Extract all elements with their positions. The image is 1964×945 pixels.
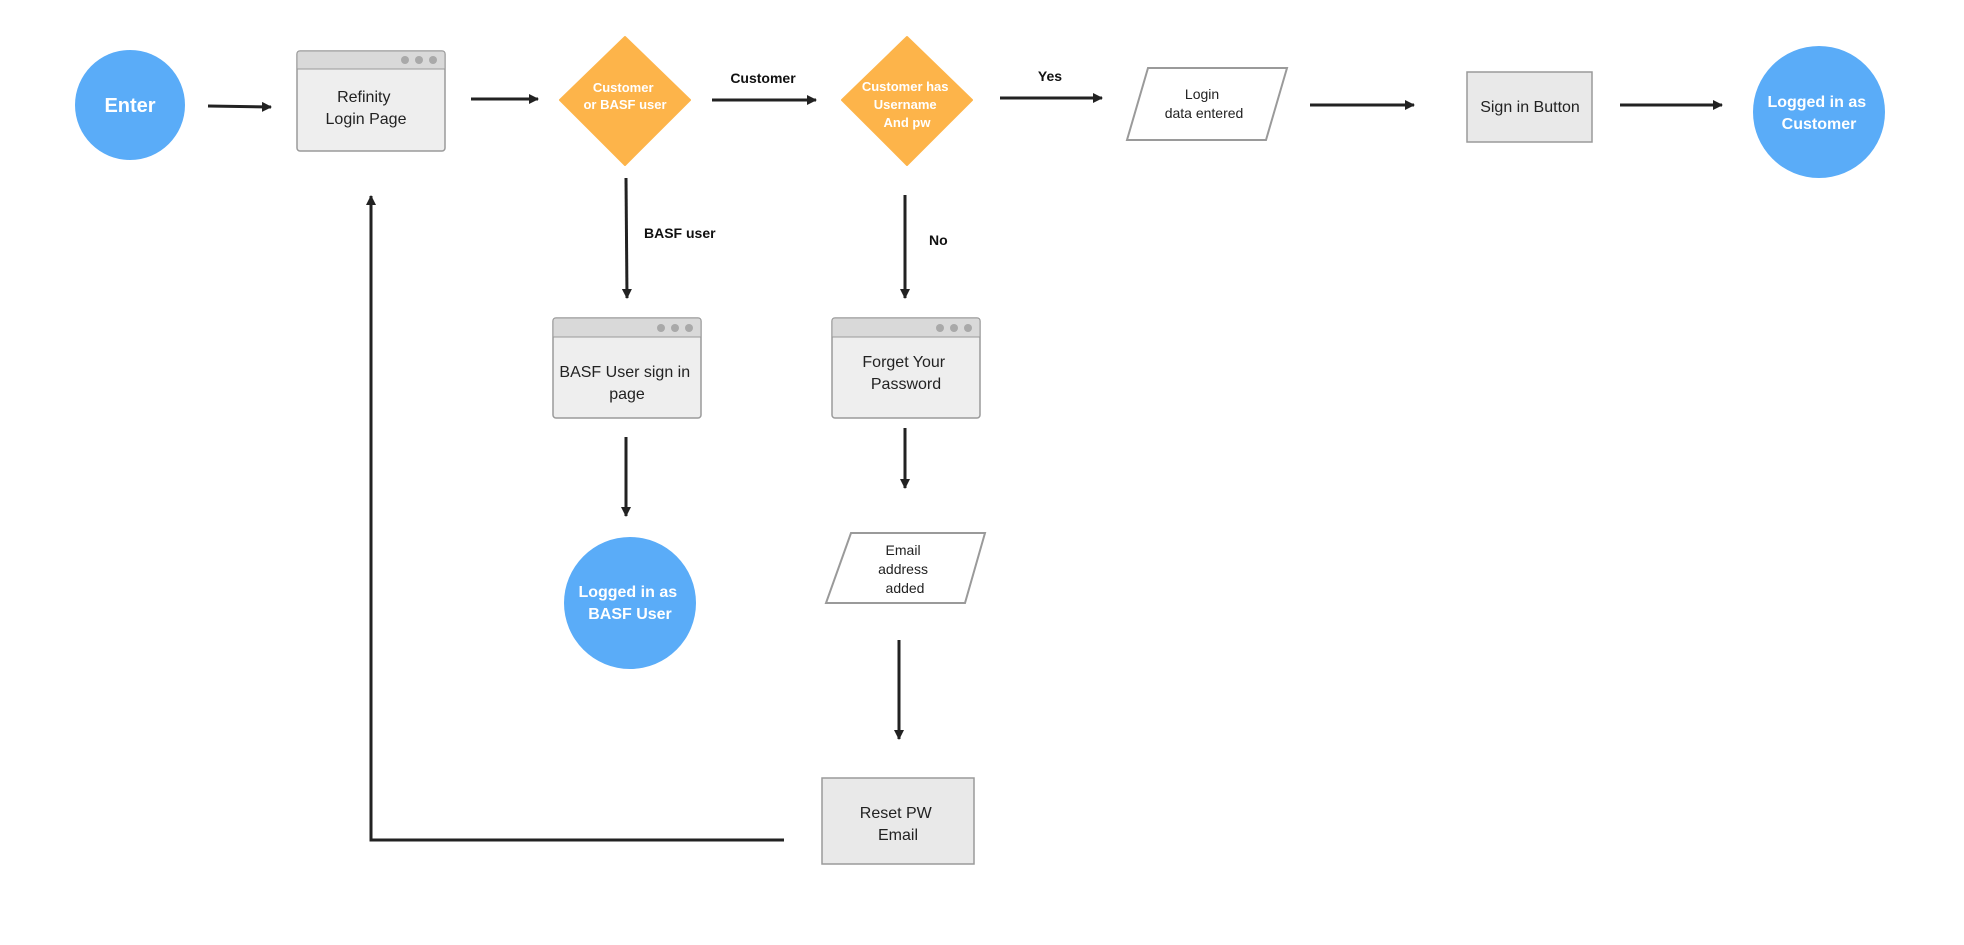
decision-diamond: [841, 36, 973, 166]
basf-signin-label: BASF User sign in page: [559, 364, 694, 403]
login-data-label: Login data entered: [1165, 86, 1244, 121]
window-dot-icon: [964, 324, 972, 332]
window-dot-icon: [657, 324, 665, 332]
process-box: [1466, 71, 1593, 143]
label-line: Password: [871, 376, 941, 393]
label-line: Login: [1185, 86, 1219, 102]
node-logged-in-customer: Logged in as Customer: [1753, 46, 1885, 178]
edge-enter-to-login: [207, 101, 272, 112]
node-basf-signin-page: BASF User sign in page: [552, 317, 702, 419]
edge-decision-to-basf-page: [621, 177, 632, 299]
window-dot-icon: [401, 56, 409, 64]
window-dot-icon: [950, 324, 958, 332]
data-parallelogram: [824, 532, 987, 604]
window-titlebar: [296, 50, 446, 70]
window-dot-icon: [685, 324, 693, 332]
edge-reset-back-to-login: [366, 195, 784, 842]
edge-label-customer: Customer: [730, 70, 796, 86]
node-login-data-entered: Login data entered: [1125, 67, 1289, 141]
label-line: data entered: [1165, 105, 1244, 121]
label-line: Login Page: [326, 111, 407, 128]
edges: [207, 93, 1723, 842]
label-line: Reset PW: [860, 805, 933, 822]
node-sign-in-button: Sign in Button: [1466, 71, 1593, 143]
enter-label: Enter: [104, 95, 155, 117]
label-line: added: [886, 580, 925, 596]
window-titlebar: [552, 317, 702, 338]
label-line: Forget Your: [862, 354, 945, 371]
edge-labels: Customer Yes BASF user No: [644, 68, 1062, 248]
edge-label-yes: Yes: [1038, 68, 1062, 84]
terminal-circle: [1753, 46, 1885, 178]
label-line: Refinity: [337, 89, 390, 106]
node-refinity-login-page: Refinity Login Page: [296, 50, 446, 152]
node-email-address-added: Email address added: [824, 532, 987, 604]
node-logged-in-basf: Logged in as BASF User: [564, 537, 696, 669]
window-dot-icon: [936, 324, 944, 332]
edge-label-basf-user: BASF user: [644, 225, 716, 241]
decision-label: Customer has Username And pw: [862, 79, 952, 130]
label-line: page: [609, 386, 645, 403]
window-dot-icon: [429, 56, 437, 64]
label-line: BASF User sign in: [559, 364, 690, 381]
sign-in-label: Sign in Button: [1480, 99, 1580, 116]
label-line: Customer: [593, 80, 654, 95]
logged-basf-label: Logged in as BASF User: [578, 584, 681, 623]
node-enter: Enter: [75, 50, 185, 160]
label-line: Email: [886, 542, 921, 558]
process-box: [821, 777, 975, 865]
label-line: Email: [878, 827, 918, 844]
decision-diamond: [559, 36, 691, 166]
terminal-circle: [564, 537, 696, 669]
decision-label: Customer or BASF user: [583, 80, 666, 112]
label-line: BASF User: [588, 606, 672, 623]
edge-label-no: No: [929, 232, 948, 248]
label-line: And pw: [884, 115, 932, 130]
window-dot-icon: [415, 56, 423, 64]
node-customer-or-basf-decision: Customer or BASF user: [559, 36, 691, 166]
email-added-label: Email address added: [878, 542, 932, 596]
label-line: Username: [874, 97, 937, 112]
window-titlebar: [831, 317, 981, 338]
enter-circle: [75, 50, 185, 160]
reset-pw-label: Reset PW Email: [860, 805, 936, 844]
node-reset-pw-email: Reset PW Email: [821, 777, 975, 865]
label-line: or BASF user: [583, 97, 666, 112]
node-has-username-decision: Customer has Username And pw: [841, 36, 973, 166]
label-line: Customer has: [862, 79, 949, 94]
label-line: Customer: [1782, 116, 1857, 133]
window-dot-icon: [671, 324, 679, 332]
label-line: Logged in as: [578, 584, 677, 601]
data-parallelogram: [1125, 67, 1289, 141]
node-forget-password: Forget Your Password: [831, 317, 981, 419]
label-line: address: [878, 561, 928, 577]
label-line: Logged in as: [1767, 94, 1866, 111]
logged-customer-label: Logged in as Customer: [1767, 94, 1870, 133]
refinity-login-label: Refinity Login Page: [326, 89, 407, 128]
forget-password-label: Forget Your Password: [862, 354, 949, 393]
